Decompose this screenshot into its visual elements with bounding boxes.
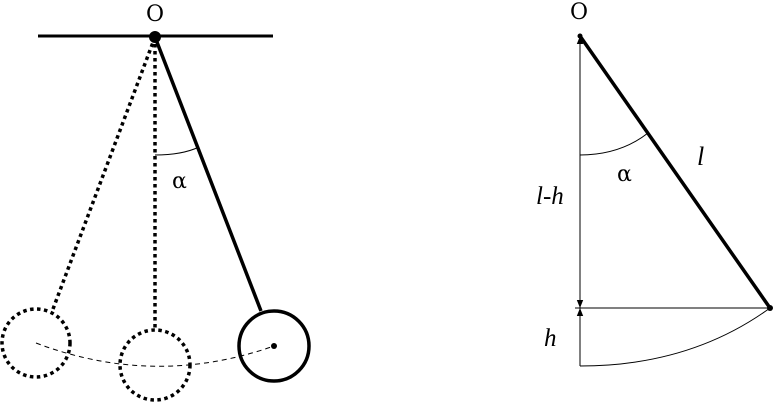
pivot-label-right: O <box>570 0 588 25</box>
dotted-bob-left <box>0 307 72 379</box>
pivot-point-right <box>577 33 583 39</box>
bottom-arc <box>579 307 771 367</box>
pivot-label: O <box>146 2 164 27</box>
dotted-bob-center <box>118 328 192 402</box>
pendulum-bob <box>237 309 311 383</box>
left-figure: O α <box>0 2 311 402</box>
angle-label: α <box>172 169 187 194</box>
swing-arc <box>35 342 275 367</box>
right-figure: O α l l-h h <box>536 0 773 367</box>
dotted-string-left <box>51 36 157 310</box>
bob-center-dot <box>271 343 277 349</box>
pendulum-string <box>153 36 263 312</box>
angle-label-right: α <box>617 162 632 187</box>
height-label: h <box>544 325 557 352</box>
end-point-right <box>767 305 773 311</box>
length-label: l <box>697 142 704 171</box>
angle-arc-right <box>579 132 649 156</box>
pivot-point <box>149 31 161 43</box>
upper-segment-label: l-h <box>536 183 564 210</box>
angle-arc <box>154 146 200 156</box>
pendulum-length-line <box>578 34 772 310</box>
